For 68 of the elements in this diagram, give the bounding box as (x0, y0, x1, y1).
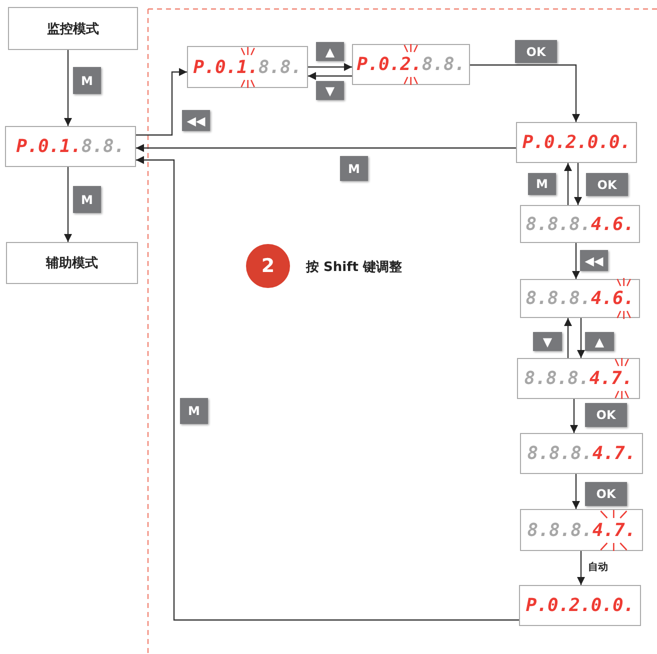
blinking-digit: 7. (611, 368, 633, 389)
unlit-digits: 8.8. (81, 136, 125, 157)
blinking-digit: 6. (612, 288, 634, 309)
arrow (308, 63, 352, 71)
segment-display (519, 585, 641, 626)
display-digits: P.0.1. (16, 136, 82, 157)
arrow (136, 156, 519, 621)
blinking-digit: 4.7. (592, 520, 636, 540)
arrow (577, 318, 585, 358)
edge-label: 自动 (588, 560, 608, 574)
unlit-digits: 8.8.8. (526, 214, 591, 234)
segment-display (187, 46, 308, 88)
display-digits: P.0. (193, 56, 237, 78)
display-digits: P.0.2.0.0. (526, 595, 634, 616)
mode-box: 监控模式 (8, 7, 138, 50)
unlit-digits: 8.8. (258, 56, 302, 78)
key-button: ▲ (585, 332, 614, 351)
segment-display (520, 433, 643, 474)
key-button: M (73, 186, 101, 213)
key-button: ▼ (316, 81, 344, 100)
arrow (572, 474, 580, 509)
display-digits: 4. (590, 288, 613, 309)
arrow (564, 318, 572, 358)
display-digits: 4. (589, 368, 612, 389)
unlit-digits: 8.8.8. (524, 368, 590, 389)
display-digits: P.0.2.0.0. (522, 132, 631, 153)
unlit-digits: 8.8.8. (526, 288, 591, 309)
arrow (64, 50, 72, 126)
arrow (570, 399, 578, 433)
segment-display (517, 358, 640, 399)
key-button: OK (586, 173, 628, 196)
blinking-digit: 2. (400, 54, 422, 75)
arrow (136, 68, 187, 136)
segment-display (516, 122, 637, 163)
unlit-digits: 8.8.8. (527, 443, 592, 464)
key-button: OK (585, 482, 627, 506)
display-digits: P.0. (356, 54, 400, 75)
key-button: M (73, 67, 101, 94)
segment-display (520, 279, 640, 318)
segment-display (5, 126, 136, 167)
arrow (564, 163, 572, 205)
segment-display (352, 44, 470, 85)
key-button: ◀◀ (182, 110, 210, 131)
key-button: ▼ (533, 332, 562, 351)
key-button: ▲ (316, 42, 344, 61)
unlit-digits: 8.8. (422, 54, 466, 75)
key-button: M (180, 398, 208, 424)
segment-display (520, 205, 640, 243)
unlit-digits: 8.8.8. (527, 520, 592, 540)
step-number-circle: 2 (246, 244, 290, 288)
instruction-text: 按 Shift 键调整 (306, 259, 402, 276)
key-button: ◀◀ (580, 250, 608, 271)
display-digits: 4.6. (590, 214, 634, 234)
arrow (572, 243, 580, 279)
arrow (470, 64, 580, 122)
key-button: M (340, 156, 368, 181)
arrow (136, 144, 516, 152)
key-button: OK (585, 403, 627, 427)
display-digits: 4.7. (592, 443, 636, 464)
arrow (308, 72, 352, 80)
arrow (574, 163, 582, 205)
segment-display (520, 509, 643, 551)
arrow (577, 551, 585, 585)
mode-box: 辅助模式 (6, 242, 138, 284)
arrow (64, 167, 72, 242)
key-button: M (528, 173, 556, 195)
key-button: OK (515, 40, 557, 63)
blinking-digit: 1. (236, 56, 258, 78)
